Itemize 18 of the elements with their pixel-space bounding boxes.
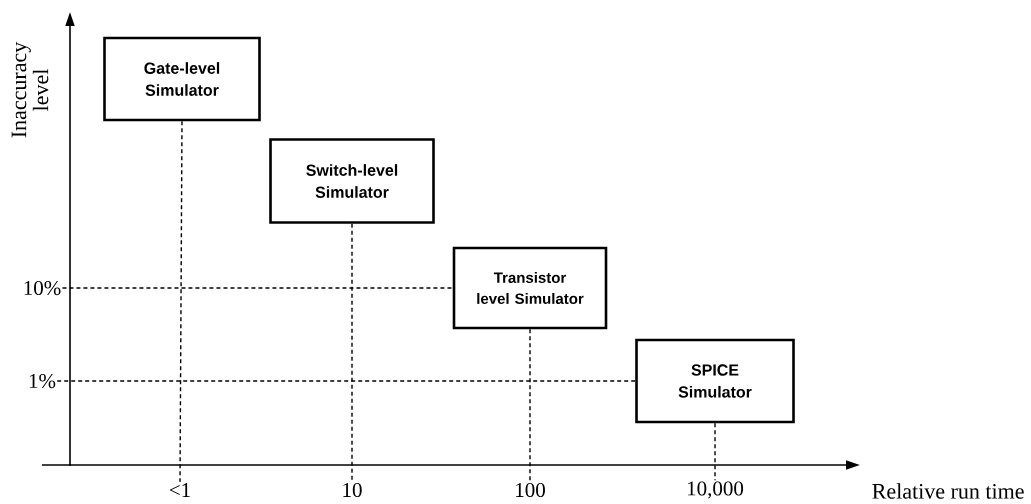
axis-title: Inaccuracy level xyxy=(11,41,49,138)
dashed-line xyxy=(61,287,454,289)
simulator-box: Switch-level Simulator xyxy=(269,138,435,224)
tick-label: 100 xyxy=(516,482,545,498)
dashed-line xyxy=(351,223,353,483)
tick-label: 10,000 xyxy=(688,481,744,499)
dashed-line xyxy=(56,380,636,382)
axis-title: Relative run time xyxy=(872,483,1024,499)
dashed-line xyxy=(529,328,531,483)
tick-label: <1 xyxy=(169,483,190,497)
simulator-box: Transistor level Simulator xyxy=(452,246,608,330)
simulator-box: Gate-level Simulator xyxy=(103,36,261,122)
dashed-line xyxy=(179,120,183,483)
simulator-box: SPICE Simulator xyxy=(635,338,795,424)
dashed-line xyxy=(714,422,716,481)
tick-label: 10% xyxy=(24,280,61,296)
tick-label: 1% xyxy=(29,373,56,389)
tick-label: 10 xyxy=(343,482,362,498)
